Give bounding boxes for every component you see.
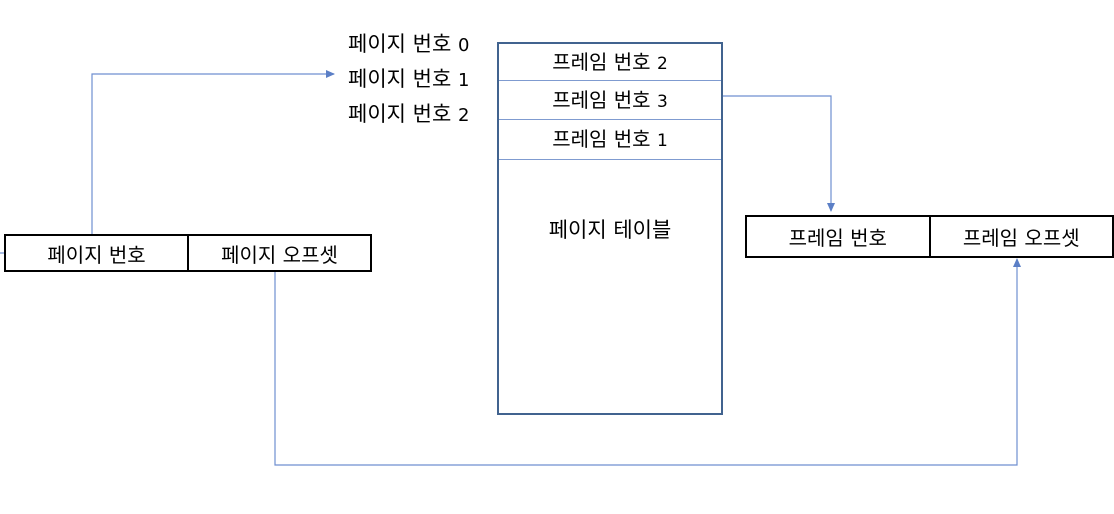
frame-number-field: 프레임 번호 — [788, 226, 887, 250]
logical-address-box: 페이지 번호 페이지 오프셋 — [4, 234, 372, 272]
page-number-label: 페이지 번호 2 — [348, 102, 470, 126]
physical-address-box: 프레임 번호 프레임 오프셋 — [745, 215, 1114, 258]
page-table-row: 프레임 번호 1 — [499, 120, 721, 160]
page-number-to-page-table-arrow — [91, 70, 335, 234]
page-number-value: 2 — [457, 105, 470, 126]
page-table-row: 프레임 번호 2 — [499, 44, 721, 81]
offset-passthrough-arrow — [274, 258, 1021, 466]
frame-number-value: 1 — [656, 131, 668, 151]
page-table: 프레임 번호 2 프레임 번호 3 프레임 번호 1 페이지 테이블 — [497, 42, 723, 415]
page-number-label: 페이지 번호 0 — [348, 32, 470, 56]
page-offset-field: 페이지 오프셋 — [187, 236, 370, 270]
page-number-value: 1 — [457, 70, 470, 91]
frame-number-value: 2 — [656, 54, 668, 74]
page-number-label: 페이지 번호 1 — [348, 67, 470, 91]
page-table-title: 페이지 테이블 — [548, 218, 672, 242]
page-table-row: 프레임 번호 3 — [499, 81, 721, 120]
frame-number-lookup-arrow — [721, 95, 835, 212]
page-number-field: 페이지 번호 — [47, 242, 146, 267]
frame-offset-field: 프레임 오프셋 — [928, 217, 1113, 256]
page-number-value: 0 — [457, 35, 470, 56]
frame-number-value: 3 — [656, 92, 668, 112]
